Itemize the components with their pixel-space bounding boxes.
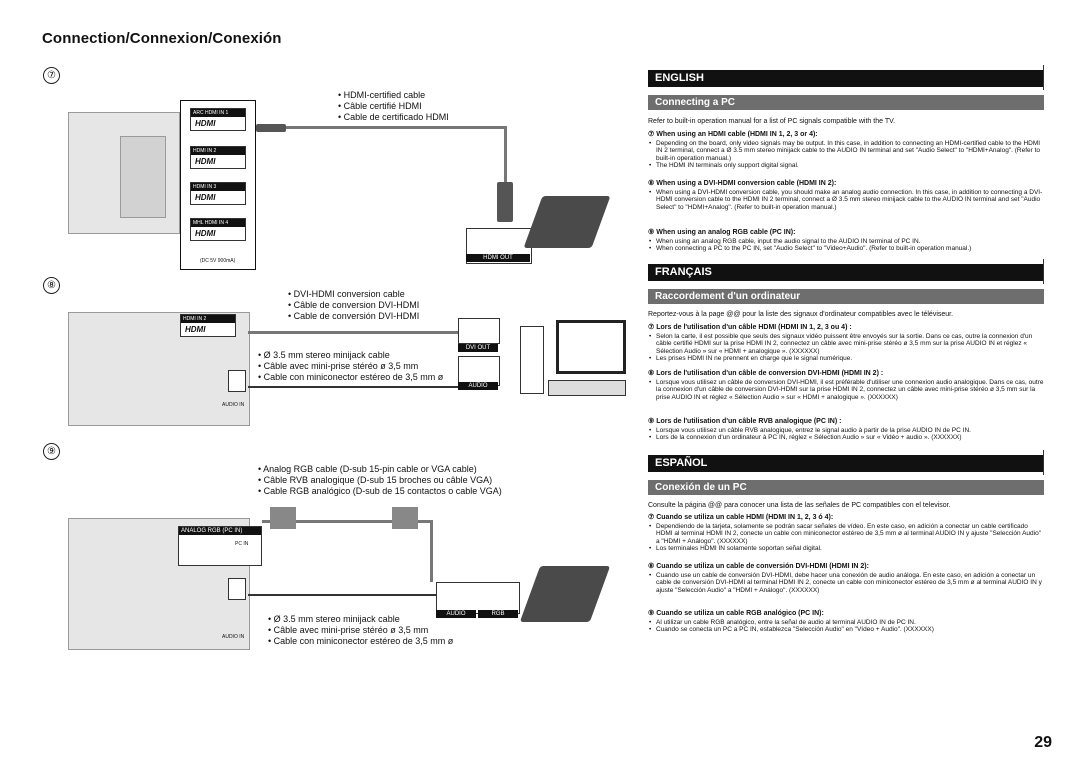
panel-audio-in-label: AUDIO IN <box>222 634 245 640</box>
french-item-7: ⑦ Lors de l'utilisation d'un câble HDMI … <box>648 324 1044 363</box>
dvi-out-tag: DVI OUT <box>458 344 498 352</box>
audio-in-jack <box>228 578 246 600</box>
rgb-cable-captions: Analog RGB cable (D-sub 15-pin cable or … <box>258 464 502 497</box>
french-item-8: ⑧ Lors de l'utilisation d'un câble de co… <box>648 370 1044 401</box>
hdmi-in-3-port: HDMI IN 3 HDMI <box>190 182 246 205</box>
hdmi-cable <box>286 126 506 129</box>
hdmi-cable-captions: HDMI-certified cable Câble certifié HDMI… <box>338 90 449 123</box>
audio-in-jack <box>228 370 246 392</box>
page-number: 29 <box>1034 734 1052 751</box>
rgb-tag: RGB <box>478 610 518 618</box>
english-item-7: ⑦ When using an HDMI cable (HDMI IN 1, 2… <box>648 131 1044 170</box>
hdmi-in-1-port: ARC HDMI IN 1 HDMI <box>190 108 246 131</box>
desktop-monitor <box>556 320 626 374</box>
hdmi-logo: HDMI <box>195 229 216 238</box>
vga-plug-2 <box>392 507 418 529</box>
english-language-header: ENGLISH <box>648 65 1044 90</box>
dvi-hdmi-cable <box>248 331 458 334</box>
french-language-header: FRANÇAIS <box>648 259 1044 284</box>
audio-cable-captions-8: Ø 3.5 mm stereo minijack cable Câble ave… <box>258 350 444 383</box>
hdmi-logo: HDMI <box>195 193 216 202</box>
hdmi-cable-vertical <box>504 126 507 182</box>
spanish-section-heading: Conexión de un PC <box>648 480 1044 495</box>
audio-tag: AUDIO <box>458 382 498 390</box>
hdmi-plug <box>256 124 286 132</box>
english-item-9: ⑨ When using an analog RGB cable (PC IN)… <box>648 229 1044 253</box>
minijack-cable <box>248 386 458 388</box>
english-section-heading: Connecting a PC <box>648 95 1044 110</box>
rgb-cable-vertical <box>430 520 433 582</box>
desktop-tower <box>520 326 544 394</box>
english-item-8: ⑧ When using a DVI-HDMI conversion cable… <box>648 180 1044 211</box>
keyboard <box>548 380 626 396</box>
tv-terminal-area <box>120 136 166 218</box>
spanish-intro: Consulte la página @@ para conocer una l… <box>648 502 951 509</box>
minijack-cable <box>248 594 438 596</box>
page-title: Connection/Connexion/Conexión <box>42 30 282 47</box>
hdmi-out-tag: HDMI OUT <box>466 254 530 262</box>
audio-cable-captions-9: Ø 3.5 mm stereo minijack cable Câble ave… <box>268 614 454 647</box>
pc-dvi-port <box>458 318 500 344</box>
dvi-cable-captions: DVI-HDMI conversion cable Câble de conve… <box>288 289 420 322</box>
english-intro: Refer to built-in operation manual for a… <box>648 118 896 125</box>
french-item-9: ⑨ Lors de l'utilisation d'un câble RVB a… <box>648 418 1044 442</box>
hdmi-logo: HDMI <box>185 325 206 334</box>
spanish-item-7: ⑦ Cuando se utiliza un cable HDMI (HDMI … <box>648 514 1044 553</box>
french-section-heading: Raccordement d'un ordinateur <box>648 289 1044 304</box>
hdmi-in-2-port: HDMI IN 2 HDMI <box>190 146 246 169</box>
audio-tag: AUDIO <box>436 610 476 618</box>
step-number-7: ⑦ <box>43 67 60 84</box>
rgb-cable <box>262 520 432 523</box>
dc-note: (DC 5V 900mA) <box>200 258 236 264</box>
analog-rgb-port: ANALOG RGB (PC IN) PC IN <box>178 526 262 566</box>
step-number-9: ⑨ <box>43 443 60 460</box>
laptop-pc <box>523 196 611 248</box>
hdmi-plug-pc <box>497 182 513 222</box>
panel-audio-in-label: AUDIO IN <box>222 402 245 408</box>
laptop-pc <box>519 566 611 622</box>
step-number-8: ⑧ <box>43 277 60 294</box>
spanish-item-9: ⑨ Cuando se utiliza un cable RGB analógi… <box>648 610 1044 634</box>
spanish-language-header: ESPAÑOL <box>648 450 1044 475</box>
hdmi-in-2-port: HDMI IN 2 HDMI <box>180 314 236 337</box>
hdmi-logo: HDMI <box>195 157 216 166</box>
spanish-item-8: ⑧ Cuando se utiliza un cable de conversi… <box>648 563 1044 594</box>
vga-plug-1 <box>270 507 296 529</box>
french-intro: Reportez-vous à la page @@ pour la liste… <box>648 311 954 318</box>
hdmi-logo: HDMI <box>195 119 216 128</box>
hdmi-in-4-port: MHL HDMI IN 4 HDMI <box>190 218 246 241</box>
